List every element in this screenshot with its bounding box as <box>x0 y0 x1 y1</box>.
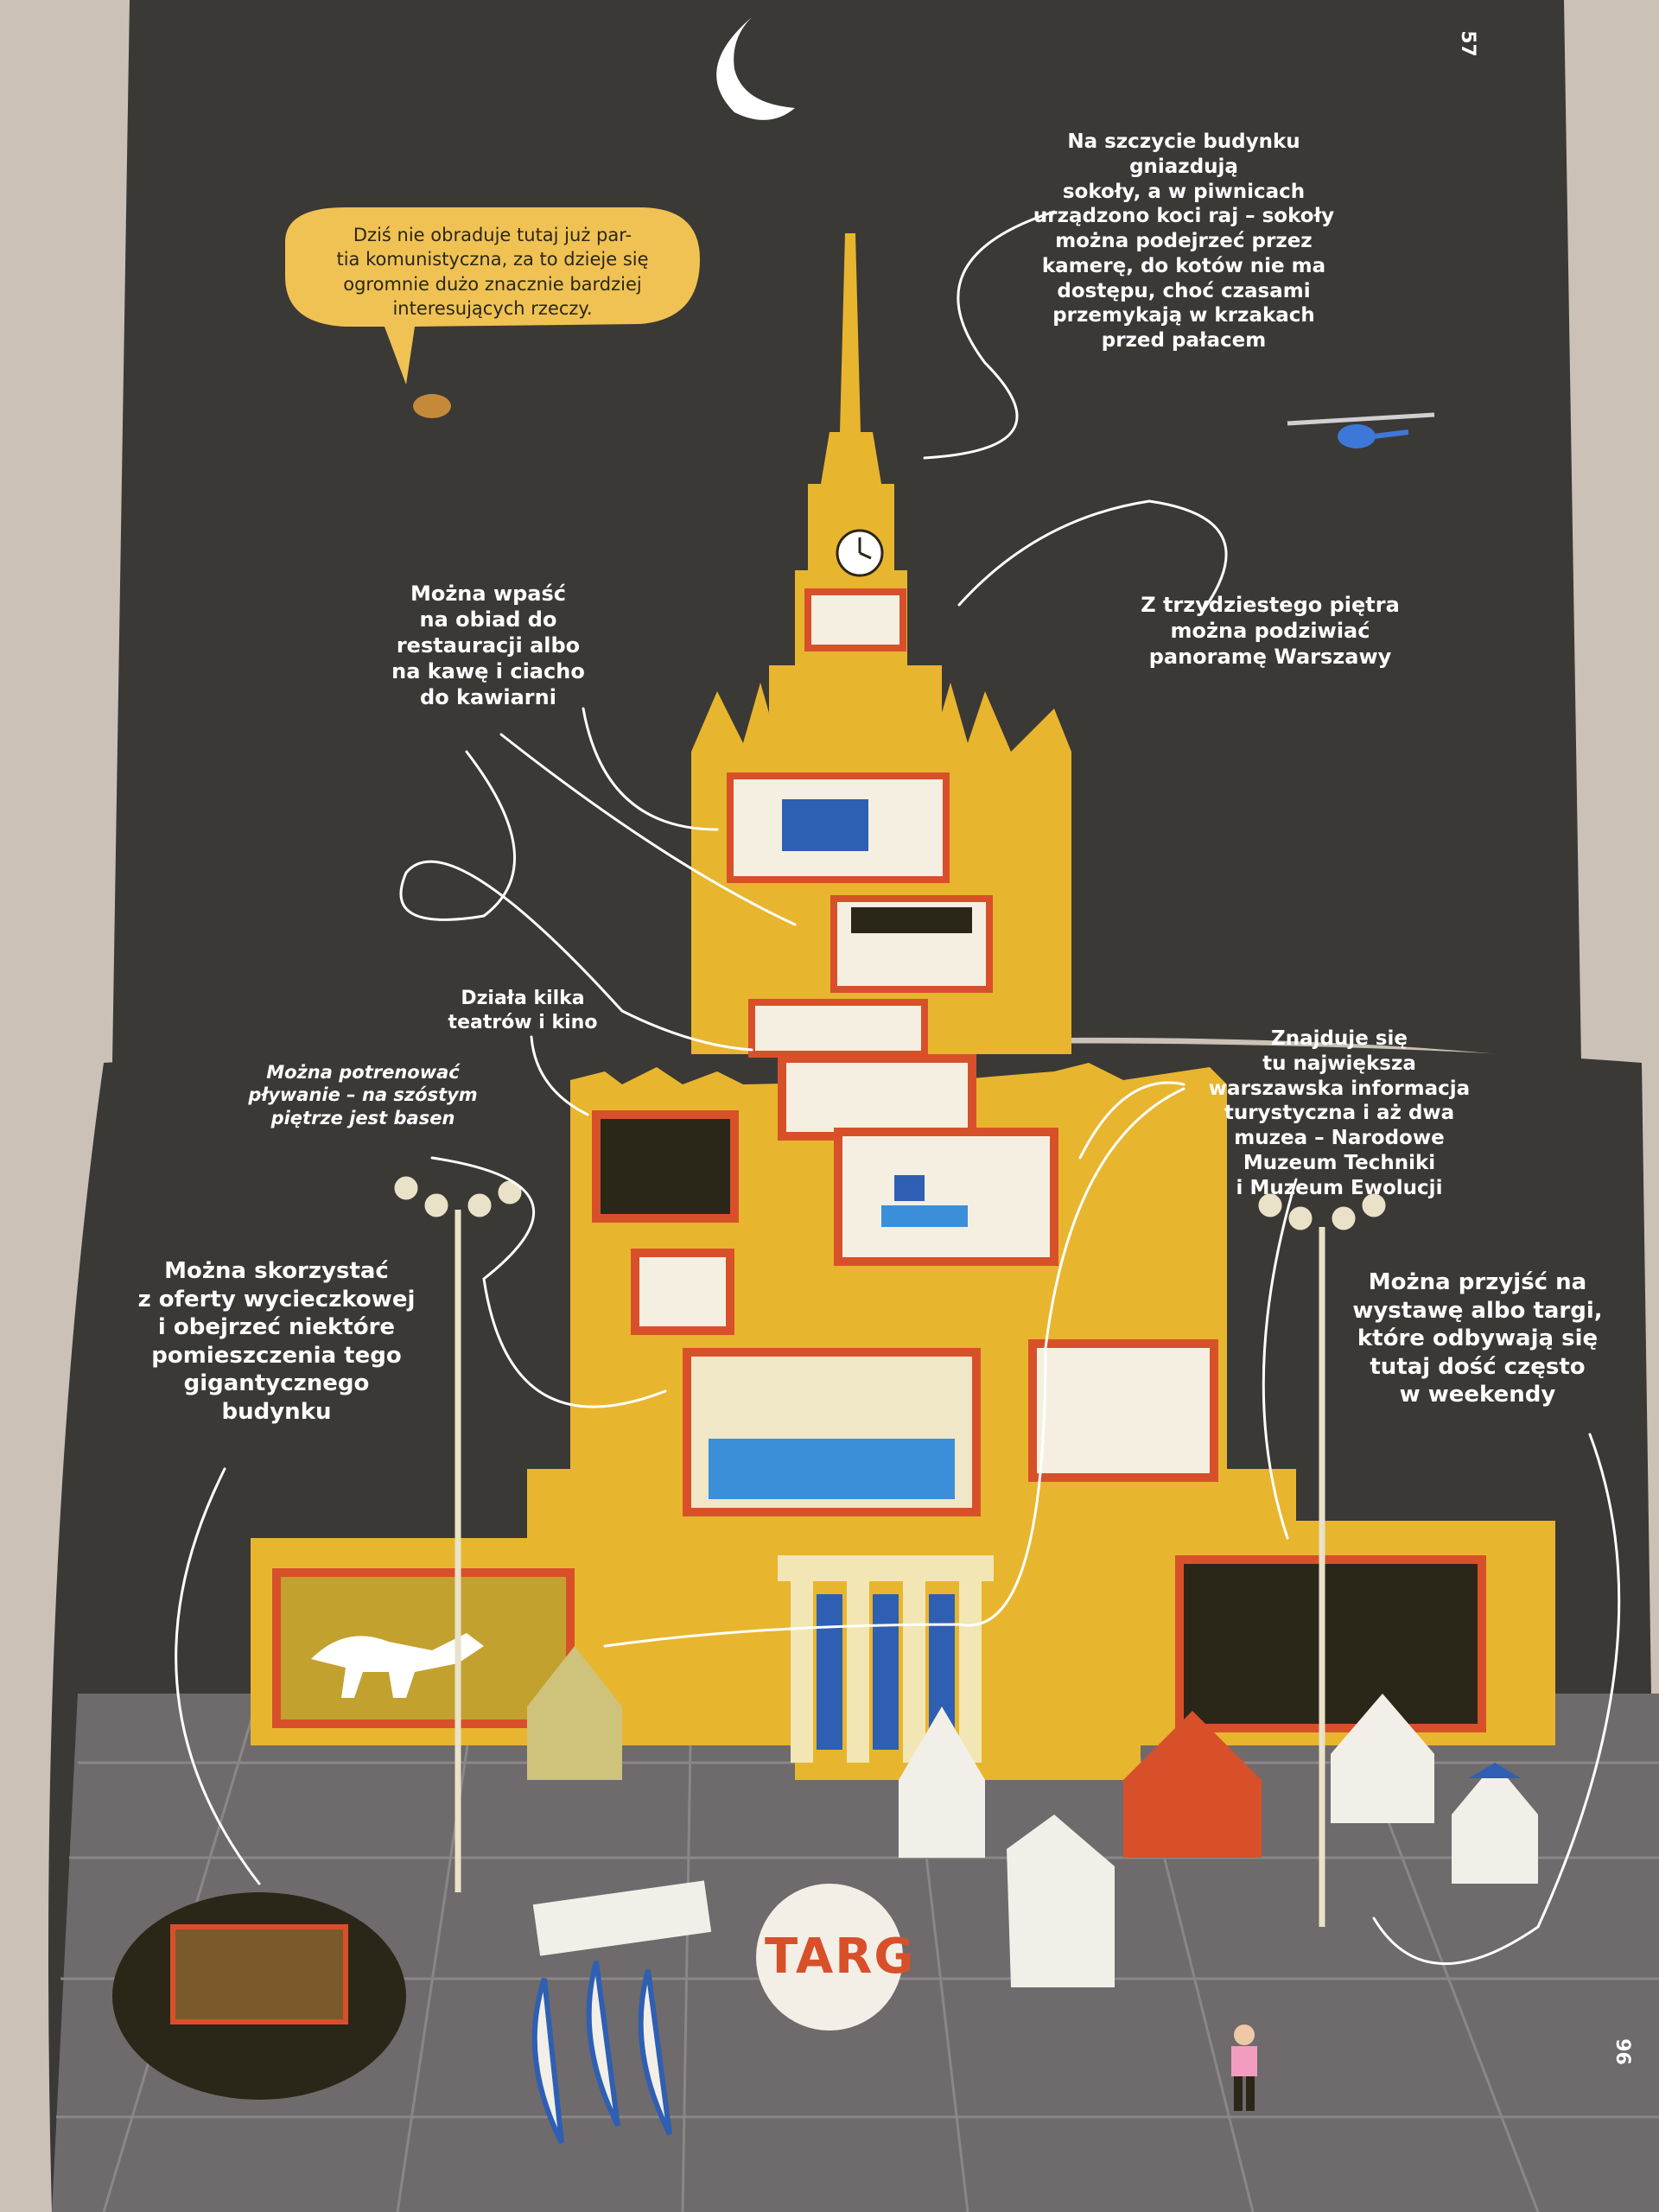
building-rooms <box>272 1054 1486 1732</box>
dinosaur-skeleton <box>311 1633 484 1698</box>
caption-restaurant: Można wpaść na obiad do restauracji albo… <box>391 582 585 709</box>
moon <box>716 17 795 120</box>
display-table <box>532 1880 712 1956</box>
tents <box>527 1646 1538 1987</box>
helicopter-icon <box>1287 412 1435 448</box>
targ-balloon <box>756 1884 903 2031</box>
caption-theatres: Działa kilka teatrów i kino <box>448 988 598 1033</box>
tower-rooms <box>727 588 993 1058</box>
annotation-arrows <box>175 210 1621 1965</box>
page-number-bottom: 96 <box>1611 2038 1633 2065</box>
caption-fairs: Można przyjść na wystawę albo targi, któ… <box>1352 1269 1603 1408</box>
caption-tours: Można skorzystać z oferty wycieczkowej i… <box>137 1258 416 1425</box>
caption-panorama: Z trzydziestego piętra można podziwiać p… <box>1141 593 1400 669</box>
caption-info: Znajduje się tu największa warszawska in… <box>1208 1027 1471 1199</box>
bird-icon <box>413 394 451 418</box>
speech-bubble <box>285 207 700 385</box>
lamp-posts <box>394 1176 1386 1927</box>
balloon-label: TARG <box>765 1929 916 1985</box>
flags <box>531 1961 672 2145</box>
caption-falcons: Na szczycie budynku gniazdują sokoły, a … <box>1033 130 1335 352</box>
caption-pool: Można potrenować pływanie – na szóstym p… <box>248 1062 478 1128</box>
person-figure <box>1231 2024 1257 2111</box>
speech-bubble-text: Dziś nie obraduje tutaj już par- tia kom… <box>336 225 649 320</box>
page-number-top: 57 <box>1456 30 1478 57</box>
entrance-columns <box>778 1555 994 1763</box>
